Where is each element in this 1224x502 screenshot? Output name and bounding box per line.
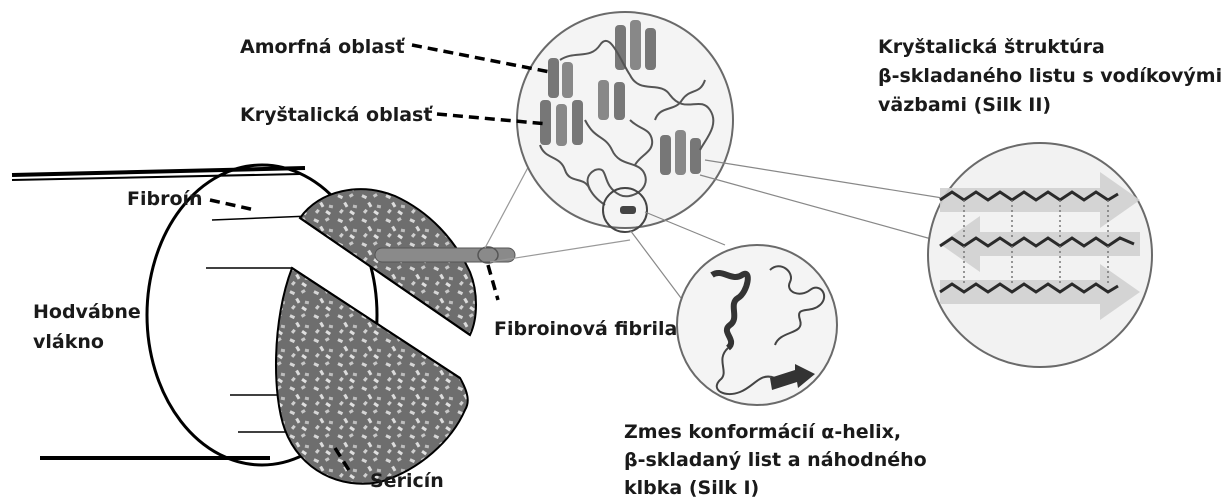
- label-fibroinova-fibrila: Fibroinová fibrila: [494, 316, 677, 343]
- crystalline-beta-sheet: [645, 28, 656, 70]
- crystalline-beta-sheet: [630, 20, 641, 70]
- crystalline-beta-sheet: [572, 100, 583, 145]
- label-silk2-line2: β-skladaného listu s vodíkovými: [878, 63, 1222, 90]
- crystalline-beta-sheet: [548, 58, 559, 98]
- crystalline-beta-sheet: [562, 62, 573, 98]
- crystalline-beta-sheet: [690, 138, 701, 174]
- crystalline-beta-sheet: [598, 80, 609, 120]
- crystalline-beta-sheet: [556, 104, 567, 146]
- label-silk1-line1: Zmes konformácií α-helix,: [624, 419, 901, 446]
- label-silk2-line1: Kryštalická štruktúra: [878, 34, 1105, 61]
- fibroin-fibril-rod: [375, 248, 515, 262]
- label-amorfna-oblast: Amorfná oblasť: [240, 34, 405, 61]
- label-hodvabne-line1: Hodvábne: [33, 299, 141, 326]
- leader-amorfna: [412, 45, 550, 72]
- label-fibroin: Fibroín: [127, 186, 203, 213]
- label-sericin: Sericín: [370, 468, 444, 495]
- fibril-magnification: [485, 12, 733, 262]
- crystalline-beta-sheet: [675, 130, 686, 175]
- leader-fibroin: [210, 200, 255, 210]
- label-hodvabne-line2: vlákno: [33, 329, 104, 356]
- label-silk1-line3: klbka (Silk I): [624, 475, 759, 502]
- helix-segment: [620, 206, 636, 214]
- crystalline-beta-sheet: [660, 135, 671, 175]
- label-krystalicka-oblast: Kryštalická oblasť: [240, 102, 432, 129]
- zoom-guide-line: [700, 175, 935, 240]
- zoom-guide-line: [705, 160, 955, 200]
- silk1-magnification: [630, 212, 837, 405]
- fibroin-bundle-line: [212, 216, 310, 220]
- leader-fibrila: [488, 265, 498, 300]
- crystalline-beta-sheet: [614, 82, 625, 120]
- zoom-guide-line: [645, 212, 725, 245]
- label-silk1-line2: β-skladaný list a náhodného: [624, 447, 927, 474]
- label-silk2-line3: väzbami (Silk II): [878, 92, 1051, 119]
